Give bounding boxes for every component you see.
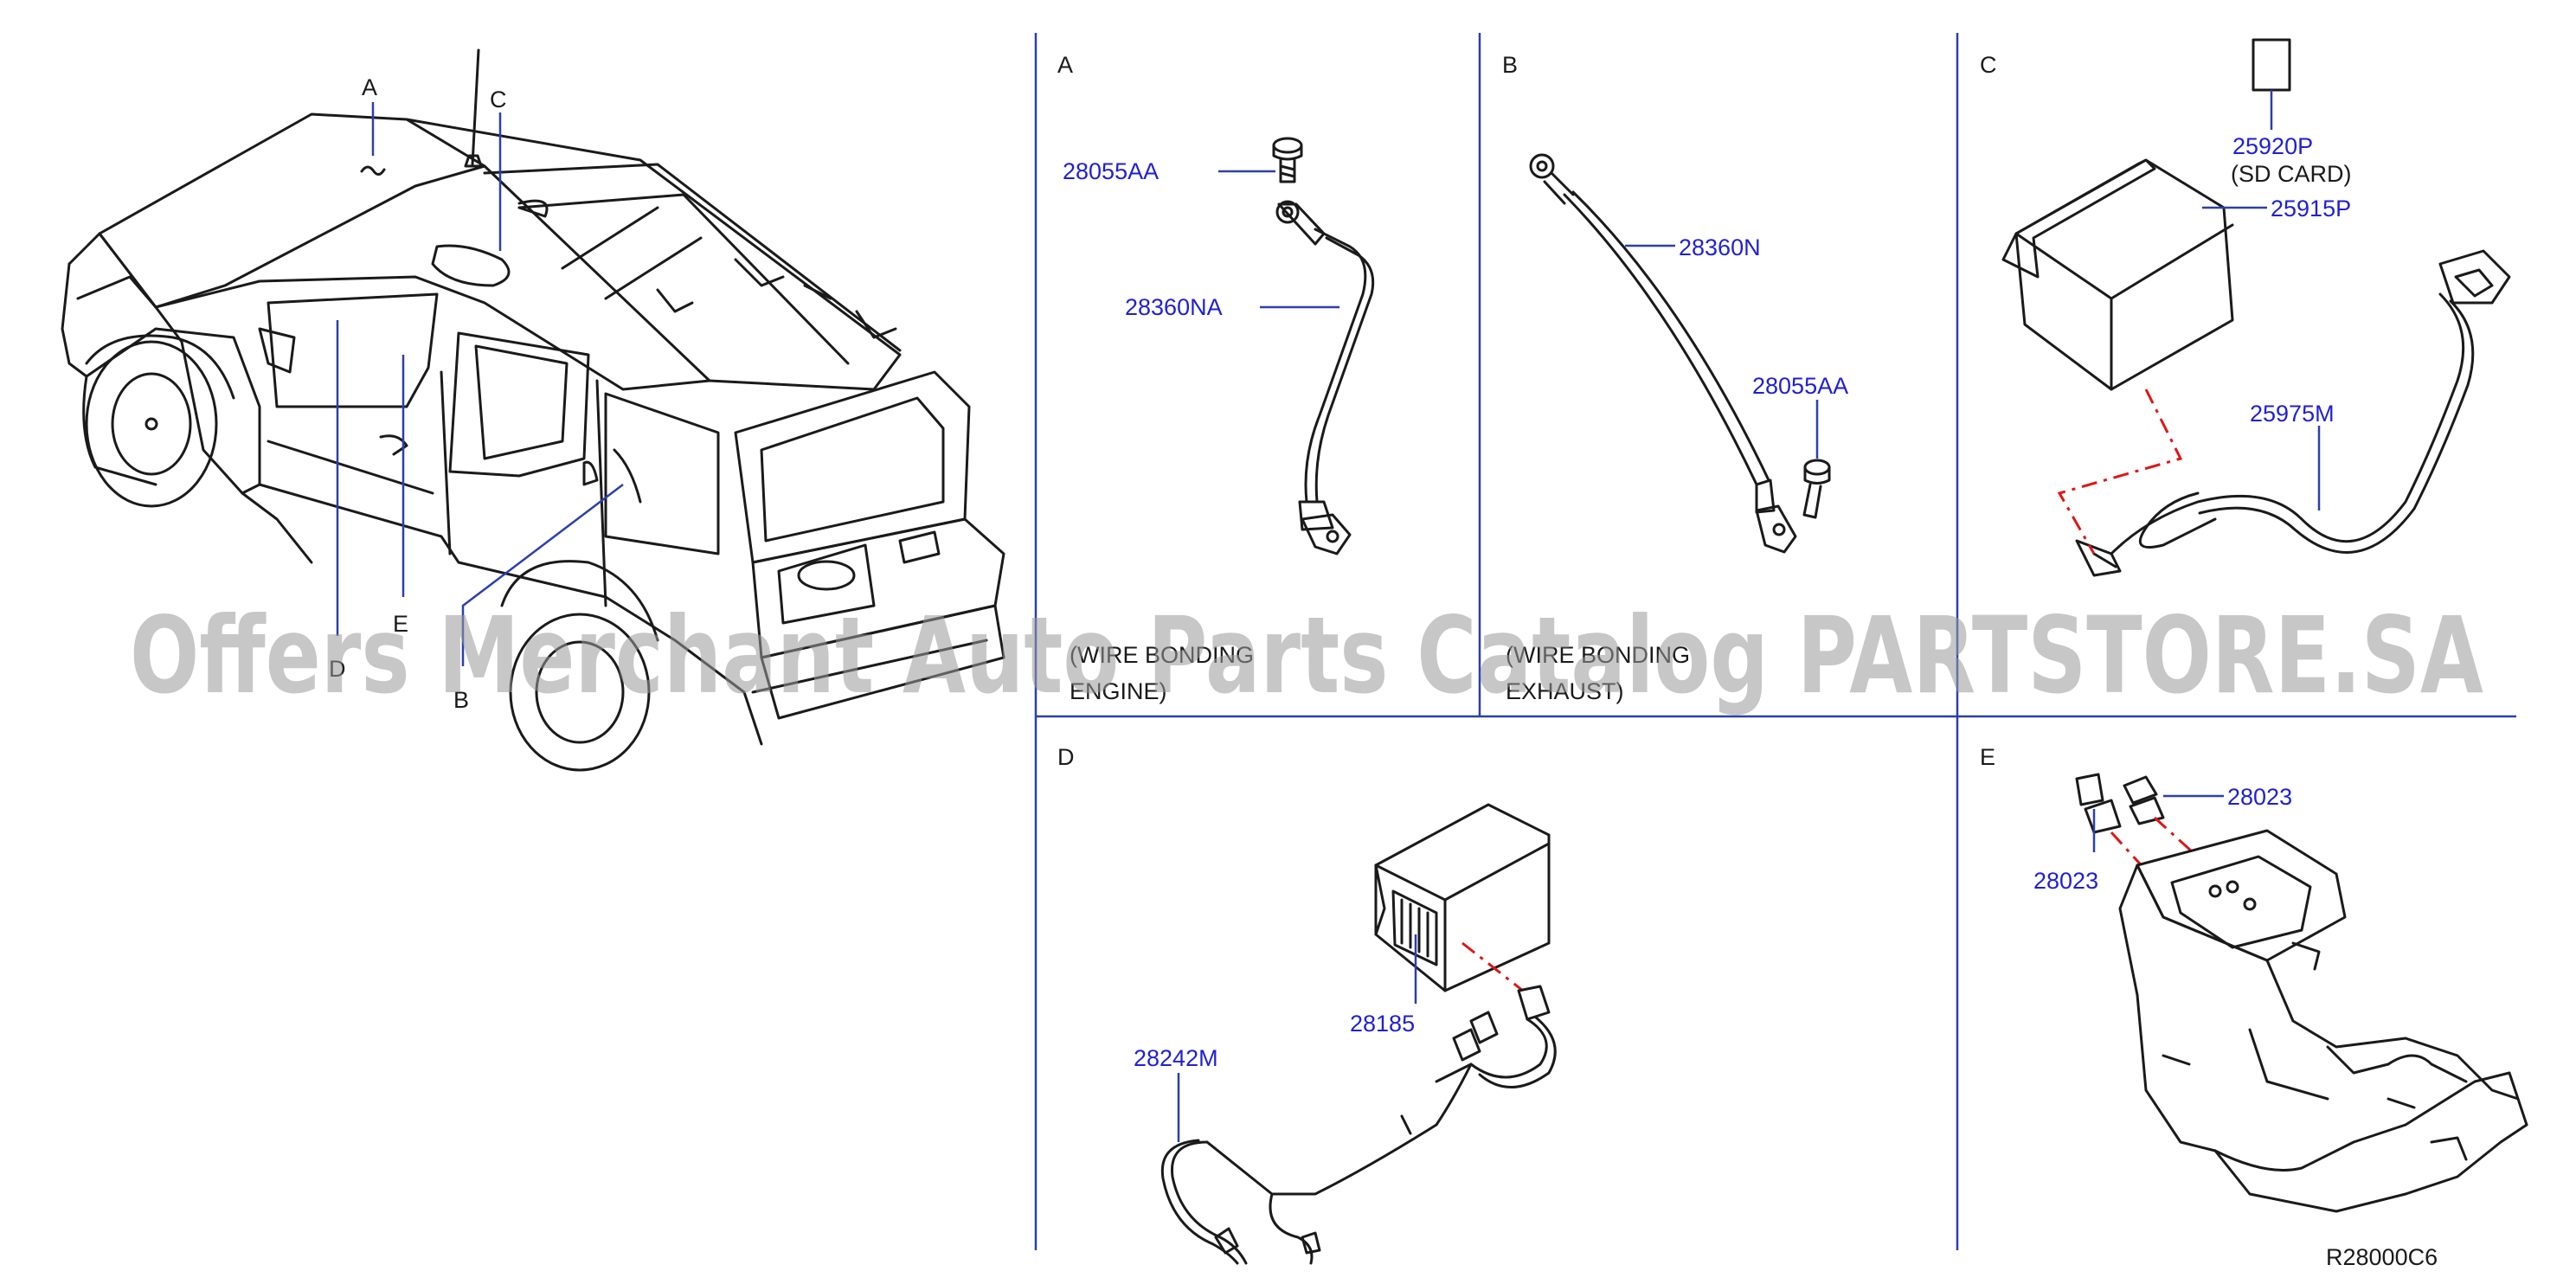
- note-line-1: (WIRE BONDING: [1506, 642, 1690, 668]
- wire-harness-icon: [2075, 249, 2511, 577]
- part-number-28360na: 28360NA: [1125, 294, 1223, 320]
- bonding-cable-engine: [1275, 200, 1375, 555]
- panel-a-letter: A: [1057, 52, 1073, 78]
- wire-harness-icon: [1160, 985, 1557, 1265]
- part-number-25920p: 25920P: [2232, 133, 2313, 159]
- panel-c-letter: C: [1980, 52, 1997, 78]
- panel-d-letter: D: [1057, 744, 1075, 770]
- note-line-2: EXHAUST): [1506, 678, 1624, 704]
- panel-b: B 28360N 28055AA (WIRE BONDING EXHAUST): [1502, 52, 1848, 704]
- center-console-icon: [2118, 829, 2528, 1213]
- vehicle-callouts: A C D E B: [329, 74, 624, 713]
- part-number-25915p: 25915P: [2271, 196, 2351, 221]
- panel-e-letter: E: [1980, 744, 1995, 770]
- callout-b: B: [453, 687, 469, 713]
- bolt-icon: [1802, 459, 1831, 519]
- part-number-28242m: 28242M: [1134, 1045, 1218, 1071]
- panel-a: A 28055AA 28360NA (WIRE BONDING ENGINE): [1057, 52, 1375, 704]
- sd-card-icon: [2252, 38, 2291, 92]
- part-number-28023: 28023: [2033, 868, 2098, 894]
- sd-card-label: (SD CARD): [2231, 161, 2352, 187]
- vehicle-overview: [61, 48, 1005, 772]
- connector-icon: [2075, 773, 2165, 834]
- bolt-icon: [1272, 137, 1303, 183]
- part-number-28185: 28185: [1350, 1011, 1415, 1037]
- panel-grid: [1034, 33, 2516, 1250]
- control-unit-icon: [1374, 803, 1551, 992]
- part-number-28055aa: 28055AA: [1752, 373, 1848, 399]
- diagram-code: R28000C6: [2326, 1244, 2438, 1270]
- part-number-28023: 28023: [2227, 784, 2292, 810]
- part-number-28055aa: 28055AA: [1063, 158, 1159, 184]
- callout-d: D: [329, 656, 346, 682]
- nav-unit-icon: [2001, 158, 2234, 391]
- callout-a: A: [362, 74, 377, 100]
- watermark: Offers Merchant Auto Parts Catalog PARTS…: [130, 594, 2483, 717]
- panel-d: D 28185 28242M: [1057, 744, 1557, 1265]
- part-number-25975m: 25975M: [2250, 401, 2335, 427]
- panel-e: E 28023 28023: [1980, 744, 2528, 1213]
- part-number-28360n: 28360N: [1679, 234, 1761, 260]
- bonding-cable-exhaust: [1529, 153, 1797, 554]
- note-line-2: ENGINE): [1070, 678, 1167, 704]
- callout-e: E: [393, 611, 408, 637]
- panel-c: C 25920P (SD CARD) 25915P 25975M: [1980, 38, 2511, 577]
- panel-b-letter: B: [1502, 52, 1518, 78]
- note-line-1: (WIRE BONDING: [1070, 642, 1254, 668]
- callout-c: C: [490, 87, 507, 112]
